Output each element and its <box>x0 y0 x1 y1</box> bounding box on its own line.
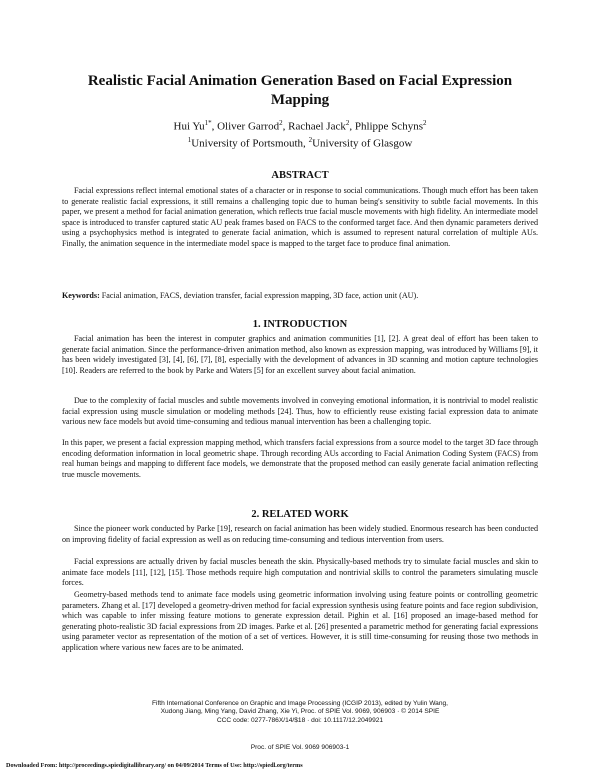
paragraph: Since the pioneer work conducted by Park… <box>62 524 538 544</box>
author-affiliations: 1University of Portsmouth, 2University o… <box>187 135 413 150</box>
keywords-text: Facial animation, FACS, deviation transf… <box>99 291 419 300</box>
paragraph: Facial animation has been the interest i… <box>62 334 538 375</box>
keywords-label: Keywords: <box>62 291 100 300</box>
affiliation-2: University of Glasgow <box>312 137 413 150</box>
page-number: Proc. of SPIE Vol. 9069 906903-1 <box>250 744 350 751</box>
author-sup: 2 <box>422 119 427 127</box>
abstract-heading: ABSTRACT <box>271 170 329 181</box>
author-sup: 2 <box>279 119 283 127</box>
author-sup: 2 <box>345 119 350 127</box>
author-name: Hui Yu <box>173 120 205 133</box>
section-heading-introduction: 1. INTRODUCTION <box>252 319 348 330</box>
author-name: Rachael Jack <box>288 120 346 133</box>
author-name: Oliver Garrod <box>217 120 280 133</box>
download-notice: Downloaded From: http://proceedings.spie… <box>6 762 303 769</box>
keywords: Keywords: Facial animation, FACS, deviat… <box>62 291 538 302</box>
author-names: Hui Yu1*, Oliver Garrod2, Rachael Jack2,… <box>173 119 427 133</box>
paragraph: Facial expressions are actually driven b… <box>62 557 538 588</box>
conference-footer: Fifth International Conference on Graphi… <box>151 700 449 724</box>
paper-title: Realistic Facial Animation Generation Ba… <box>87 73 513 108</box>
section-heading-related-work: 2. RELATED WORK <box>251 509 349 520</box>
author-sup: 1* <box>204 119 212 127</box>
abstract-text: Facial expressions reflect internal emot… <box>62 186 538 248</box>
paragraph: Due to the complexity of facial muscles … <box>62 396 538 427</box>
paragraph: In this paper, we present a facial expre… <box>62 438 538 479</box>
author-name: Phlippe Schyns <box>354 120 423 133</box>
affiliation-1: University of Portsmouth, <box>191 137 309 150</box>
paragraph: Geometry-based methods tend to animate f… <box>62 590 538 652</box>
author-block: Hui Yu1*, Oliver Garrod2, Rachael Jack2,… <box>60 117 540 150</box>
